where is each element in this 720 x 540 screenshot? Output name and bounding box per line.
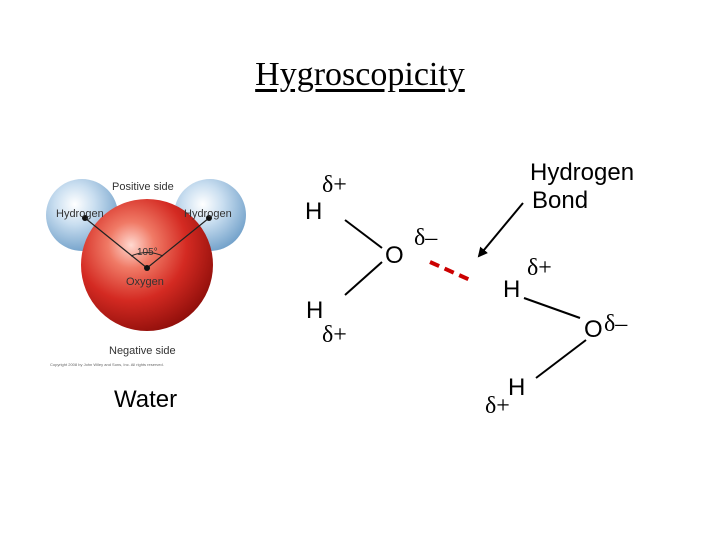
hydrogen-bond-label-line2: Bond: [532, 187, 589, 214]
angle-label: 105°: [137, 247, 158, 258]
hydrogen-left-label: Hydrogen: [56, 208, 104, 220]
hydrogen-bond-label-line1: Hydrogen: [530, 159, 635, 186]
atom-h2: H: [306, 297, 324, 324]
atom-o2: O: [584, 316, 603, 343]
hydrogen-bond-arrow: [477, 202, 524, 258]
bond-h2-o1: [344, 261, 383, 296]
water-caption: Water: [114, 386, 178, 413]
atom-o1: O: [385, 242, 404, 269]
bond-h4-o2: [535, 339, 587, 379]
bond-line-right: [146, 217, 210, 269]
positive-side-label: Positive side: [112, 181, 174, 193]
charge-h2: δ+: [322, 322, 347, 348]
page-title: Hygroscopicity: [255, 56, 465, 93]
oxygen-label: Oxygen: [126, 276, 164, 288]
bond-line-left: [84, 217, 148, 269]
charge-h3: δ+: [527, 255, 552, 281]
charge-o1: δ–: [414, 225, 438, 251]
bond-h1-o1: [344, 219, 383, 249]
atom-h3: H: [503, 276, 521, 303]
charge-o2: δ–: [604, 311, 628, 337]
hydrogen-right-label: Hydrogen: [184, 208, 232, 220]
angle-arc: [130, 252, 164, 257]
negative-side-label: Negative side: [109, 345, 176, 357]
bond-h3-o2: [523, 297, 581, 319]
hydrogen-left-nucleus: [82, 215, 88, 221]
charge-h1: δ+: [322, 172, 347, 198]
hydrogen-right-nucleus: [206, 215, 212, 221]
water-molecule-image: [46, 179, 246, 331]
atom-h1: H: [305, 198, 323, 225]
hydrogen-bond-dashed-line: [429, 260, 471, 282]
charge-h4: δ+: [485, 393, 510, 419]
oxygen-nucleus: [144, 265, 150, 271]
atom-h4: H: [508, 374, 526, 401]
copyright-text: Copyright 2008 by John Wiley and Sons, I…: [50, 362, 164, 367]
